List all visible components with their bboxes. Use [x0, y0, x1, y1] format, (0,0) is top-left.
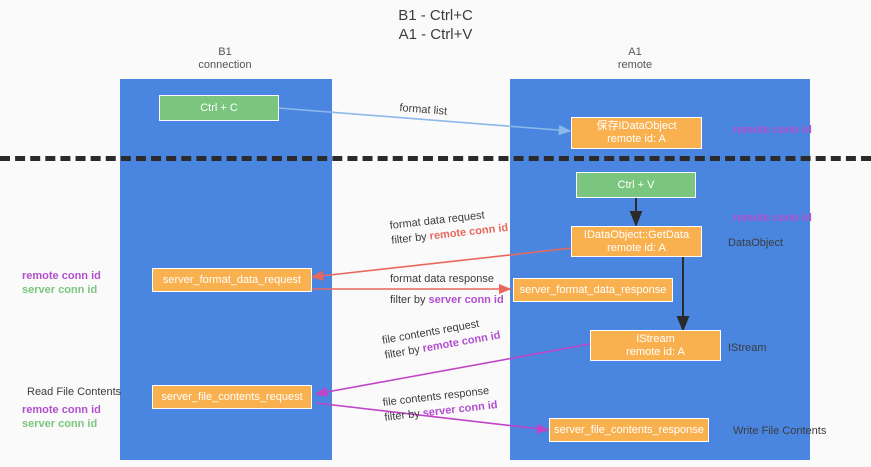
side-label-left-read-file-contents: Read File Contents	[27, 386, 122, 398]
side-label-right-dataobject: DataObject	[728, 237, 784, 249]
column-header-a1-role: remote	[617, 59, 653, 71]
node-istream-line2: remote id: A	[626, 345, 685, 358]
edge-label-format-data-response-text: format data response	[390, 273, 494, 285]
side-label-left-remote-conn-id-mid: remote conn id	[22, 270, 101, 282]
phase-divider	[0, 156, 871, 161]
node-istream-line1: IStream	[636, 332, 675, 345]
page-title-line2: A1 - Ctrl+V	[398, 26, 473, 43]
side-label-left-remote-conn-id-bottom: remote conn id	[22, 404, 101, 416]
node-save-idataobject[interactable]: 保存IDataObject remote id: A	[571, 117, 702, 149]
edge-label-format-list-text: format list	[398, 101, 448, 118]
edge-label-format-data-response-filter-key: server conn id	[428, 294, 504, 306]
node-server-format-data-response[interactable]: server_format_data_response	[513, 278, 673, 302]
node-save-idataobject-line2: remote id: A	[607, 133, 666, 145]
side-label-left-server-conn-id-mid: server conn id	[22, 284, 98, 296]
node-server-file-contents-response-label: server_file_contents_response	[554, 423, 704, 436]
page-title: B1 - Ctrl+C A1 - Ctrl+V	[0, 6, 871, 44]
edge-label-format-data-response: format data response filter by server co…	[390, 272, 504, 308]
node-idataobject-getdata-line1: IDataObject::GetData	[583, 228, 690, 241]
node-server-file-contents-request-label: server_file_contents_request	[161, 390, 303, 403]
node-istream[interactable]: IStream remote id: A	[590, 330, 721, 361]
side-label-left-server-conn-id-bottom: server conn id	[22, 418, 98, 430]
edge-label-format-data-request-filter-prefix: filter by	[390, 230, 431, 247]
side-label-right-remote-conn-id-mid: remote conn id	[733, 212, 812, 224]
edge-label-format-data-response-filter-prefix: filter by	[390, 294, 429, 306]
node-ctrl-c[interactable]: Ctrl + C	[159, 95, 279, 121]
node-idataobject-getdata-line2: remote id: A	[607, 241, 666, 254]
edge-label-file-contents-response-filter-prefix: filter by	[383, 407, 424, 424]
side-label-right-istream: IStream	[728, 342, 767, 354]
node-idataobject-getdata[interactable]: IDataObject::GetData remote id: A	[571, 226, 702, 257]
node-ctrl-c-label: Ctrl + C	[200, 101, 238, 114]
edge-label-format-data-response-filter: filter by server conn id	[390, 293, 504, 308]
edge-file-contents-response	[315, 402, 550, 434]
column-header-b1-role: connection	[198, 59, 252, 71]
column-header-b1: B1 connection	[150, 46, 300, 72]
edge-format-data-request	[310, 247, 573, 281]
column-header-a1: A1 remote	[560, 46, 710, 72]
page-title-line1: B1 - Ctrl+C	[398, 7, 473, 24]
column-header-b1-name: B1	[218, 46, 232, 58]
side-label-right-remote-conn-id-top: remote conn id	[733, 124, 812, 136]
node-save-idataobject-line1: 保存IDataObject	[596, 120, 677, 132]
column-header-a1-name: A1	[628, 46, 642, 58]
edge-file-contents-request	[314, 343, 591, 398]
edge-format-list	[277, 107, 572, 136]
node-ctrl-v[interactable]: Ctrl + V	[576, 172, 696, 198]
node-server-file-contents-request[interactable]: server_file_contents_request	[152, 385, 312, 409]
node-server-format-data-response-label: server_format_data_response	[519, 283, 667, 296]
side-label-right-write-file-contents: Write File Contents	[733, 425, 827, 437]
node-server-format-data-request[interactable]: server_format_data_request	[152, 268, 312, 292]
node-server-format-data-request-label: server_format_data_request	[162, 273, 302, 286]
node-ctrl-v-label: Ctrl + V	[617, 178, 655, 191]
node-server-file-contents-response[interactable]: server_file_contents_response	[549, 418, 709, 442]
